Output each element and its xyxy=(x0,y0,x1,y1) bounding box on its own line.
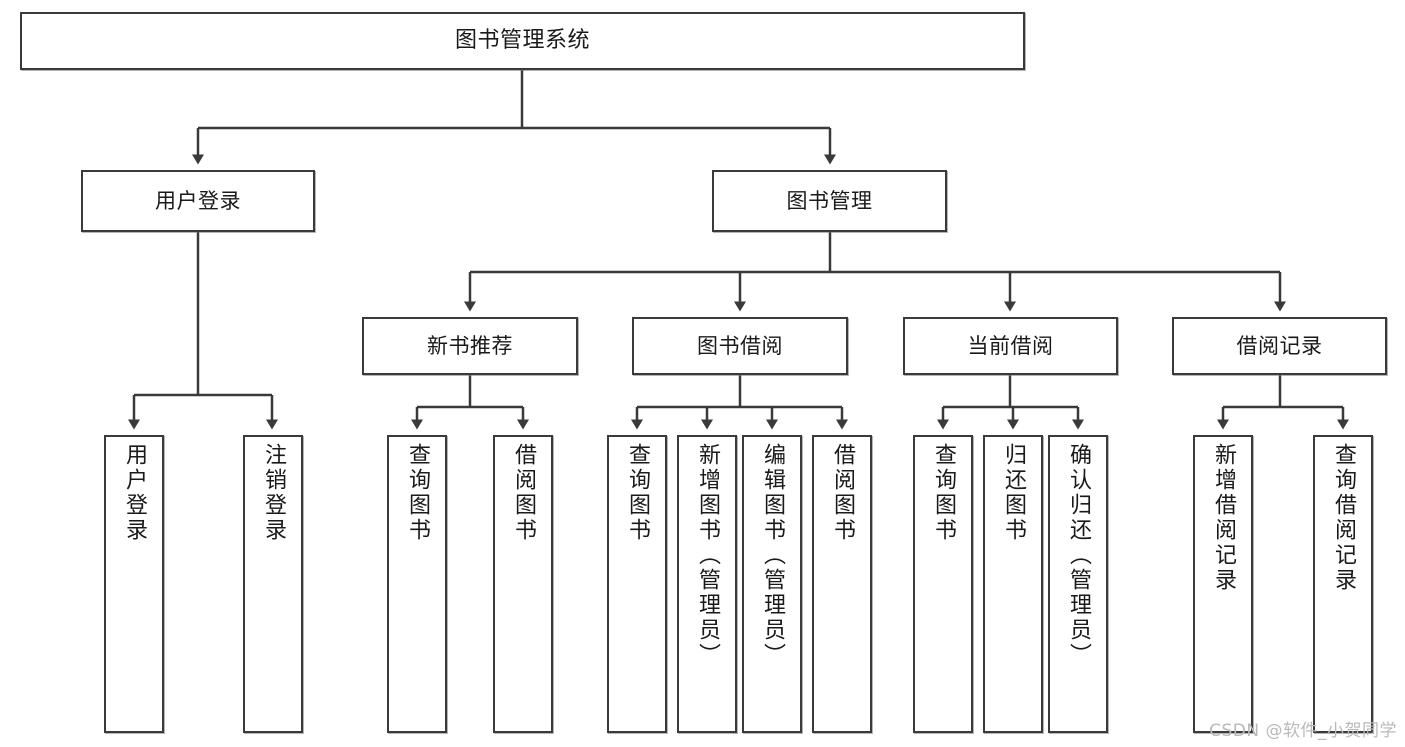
leaf-add-book-admin[interactable]: 新增图书（管理员） xyxy=(677,435,737,733)
leaf-query-book-current[interactable]: 查询图书 xyxy=(913,435,973,733)
node-borrow-records-label: 借阅记录 xyxy=(1236,333,1323,358)
node-root[interactable]: 图书管理系统 xyxy=(20,12,1025,70)
leaf-edit-book-admin-label: 编辑图书（管理员） xyxy=(759,443,785,668)
node-book-management[interactable]: 图书管理 xyxy=(712,170,947,232)
node-current-borrow[interactable]: 当前借阅 xyxy=(903,317,1118,375)
node-user-login[interactable]: 用户登录 xyxy=(81,170,315,232)
node-book-borrow-label: 图书借阅 xyxy=(697,333,783,358)
node-book-management-label: 图书管理 xyxy=(786,188,873,213)
node-current-borrow-label: 当前借阅 xyxy=(967,333,1054,358)
leaf-query-book-current-label: 查询图书 xyxy=(930,443,956,543)
leaf-query-book-recommend[interactable]: 查询图书 xyxy=(387,435,447,733)
leaf-query-book-borrow-label: 查询图书 xyxy=(624,443,650,543)
leaf-confirm-return-admin-label: 确认归还（管理员） xyxy=(1065,443,1091,668)
node-book-borrow[interactable]: 图书借阅 xyxy=(632,317,848,375)
leaf-add-borrow-record[interactable]: 新增借阅记录 xyxy=(1193,435,1253,733)
leaf-add-borrow-record-label: 新增借阅记录 xyxy=(1210,443,1236,593)
leaf-logout-label: 注销登录 xyxy=(260,443,286,543)
leaf-borrow-book-recommend-label: 借阅图书 xyxy=(510,443,536,543)
leaf-borrow-book-recommend[interactable]: 借阅图书 xyxy=(493,435,553,733)
node-root-label: 图书管理系统 xyxy=(454,28,590,54)
leaf-user-login-label: 用户登录 xyxy=(121,443,147,543)
leaf-user-login[interactable]: 用户登录 xyxy=(104,435,164,733)
leaf-query-borrow-record[interactable]: 查询借阅记录 xyxy=(1313,435,1373,733)
csdn-watermark: CSDN @软件_小贺同学 xyxy=(1209,721,1397,741)
leaf-logout[interactable]: 注销登录 xyxy=(243,435,303,733)
leaf-query-borrow-record-label: 查询借阅记录 xyxy=(1330,443,1356,593)
leaf-confirm-return-admin[interactable]: 确认归还（管理员） xyxy=(1048,435,1108,733)
leaf-query-book-borrow[interactable]: 查询图书 xyxy=(607,435,667,733)
leaf-edit-book-admin[interactable]: 编辑图书（管理员） xyxy=(742,435,802,733)
leaf-borrow-book-label: 借阅图书 xyxy=(829,443,855,543)
node-new-book-recommend-label: 新书推荐 xyxy=(427,333,513,358)
leaf-query-book-recommend-label: 查询图书 xyxy=(404,443,430,543)
leaf-add-book-admin-label: 新增图书（管理员） xyxy=(694,443,720,668)
node-new-book-recommend[interactable]: 新书推荐 xyxy=(362,317,578,375)
leaf-return-book-label: 归还图书 xyxy=(1000,443,1026,543)
leaf-borrow-book[interactable]: 借阅图书 xyxy=(812,435,872,733)
node-user-login-label: 用户登录 xyxy=(155,188,241,213)
leaf-return-book[interactable]: 归还图书 xyxy=(983,435,1043,733)
node-borrow-records[interactable]: 借阅记录 xyxy=(1172,317,1387,375)
